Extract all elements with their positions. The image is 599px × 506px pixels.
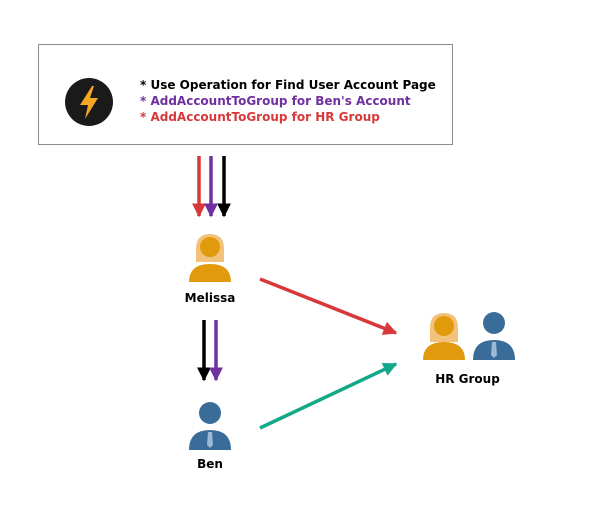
ben-label: Ben: [197, 457, 223, 471]
female-user-icon: [189, 234, 231, 282]
male-user-icon: [189, 402, 231, 450]
arrow-melissa-to-hr: [259, 277, 398, 335]
operation-line-add-ben: * AddAccountToGroup for Ben's Account: [140, 94, 411, 108]
hr-group-label: HR Group: [435, 372, 500, 386]
hr-group-male-user-icon: [473, 312, 515, 360]
arrow-ben-to-hr: [259, 362, 398, 430]
operation-line-add-hr: * AddAccountToGroup for HR Group: [140, 110, 380, 124]
operation-line-find-user: * Use Operation for Find User Account Pa…: [140, 78, 436, 92]
lightning-icon: [65, 78, 113, 126]
hr-group-female-user-icon: [423, 313, 465, 360]
melissa-label: Melissa: [184, 291, 236, 305]
